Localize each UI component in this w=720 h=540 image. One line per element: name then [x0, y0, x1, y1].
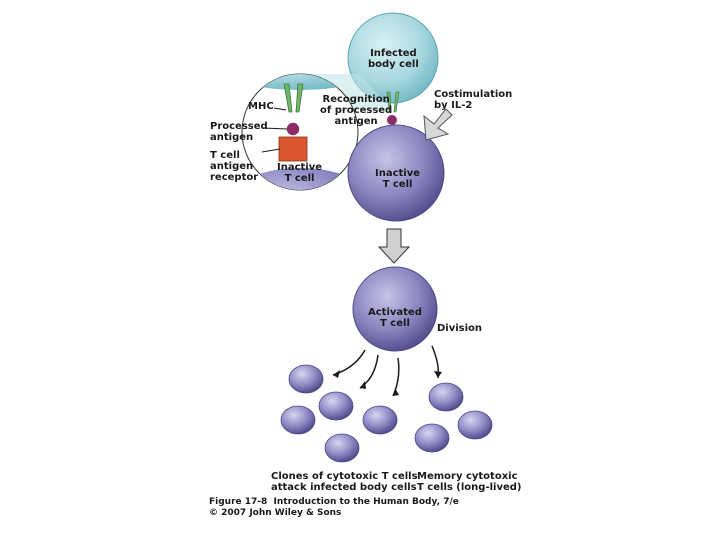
infected-body-cell-label: Infected body cell [368, 48, 419, 70]
clone-cell [324, 433, 360, 463]
t-cell-receptor [278, 136, 308, 162]
clone-cell [362, 405, 398, 435]
clones-label: Clones of cytotoxic T cells attack infec… [271, 471, 418, 493]
clone-cell [280, 405, 316, 435]
infected-body-cell [347, 12, 439, 104]
antigen-pointer [262, 127, 288, 130]
memory-cell [457, 410, 493, 440]
down-arrow [377, 228, 411, 264]
processed-antigen-label: Processed antigen [210, 121, 268, 143]
mhc-label: MHC [248, 101, 274, 112]
inactive-t-cell-zoom-label: Inactive T cell [277, 162, 323, 184]
processed-antigen [285, 121, 301, 137]
copyright-line: © 2007 John Wiley & Sons [209, 508, 342, 518]
receptor-pointer [261, 148, 281, 153]
division-arrows [332, 345, 440, 397]
memory-cell [428, 382, 464, 412]
figure-caption: Figure 17-8 Introduction to the Human Bo… [209, 497, 459, 507]
mhc-molecule [283, 83, 304, 113]
activated-t-cell [352, 266, 438, 352]
memory-cells [414, 382, 493, 453]
costimulation-label: Costimulation by IL-2 [434, 89, 513, 111]
division-label: Division [437, 323, 483, 334]
clone-cells [280, 364, 398, 463]
memory-cell [414, 423, 450, 453]
costimulation-arrow [423, 108, 453, 141]
t-cell-antigen-receptor-label: T cell antigen receptor [210, 150, 259, 183]
recognition-label: Recognition of processed antigen [320, 94, 393, 127]
clone-cell [318, 391, 354, 421]
division-arrowheads [333, 370, 442, 396]
mhc-pointer [273, 107, 287, 111]
clone-cell [288, 364, 324, 394]
inactive-t-cell [347, 124, 445, 222]
activated-t-cell-label: Activated T cell [368, 307, 422, 329]
memory-label: Memory cytotoxic T cells (long-lived) [417, 471, 522, 493]
inactive-t-cell-label: Inactive T cell [375, 168, 421, 190]
